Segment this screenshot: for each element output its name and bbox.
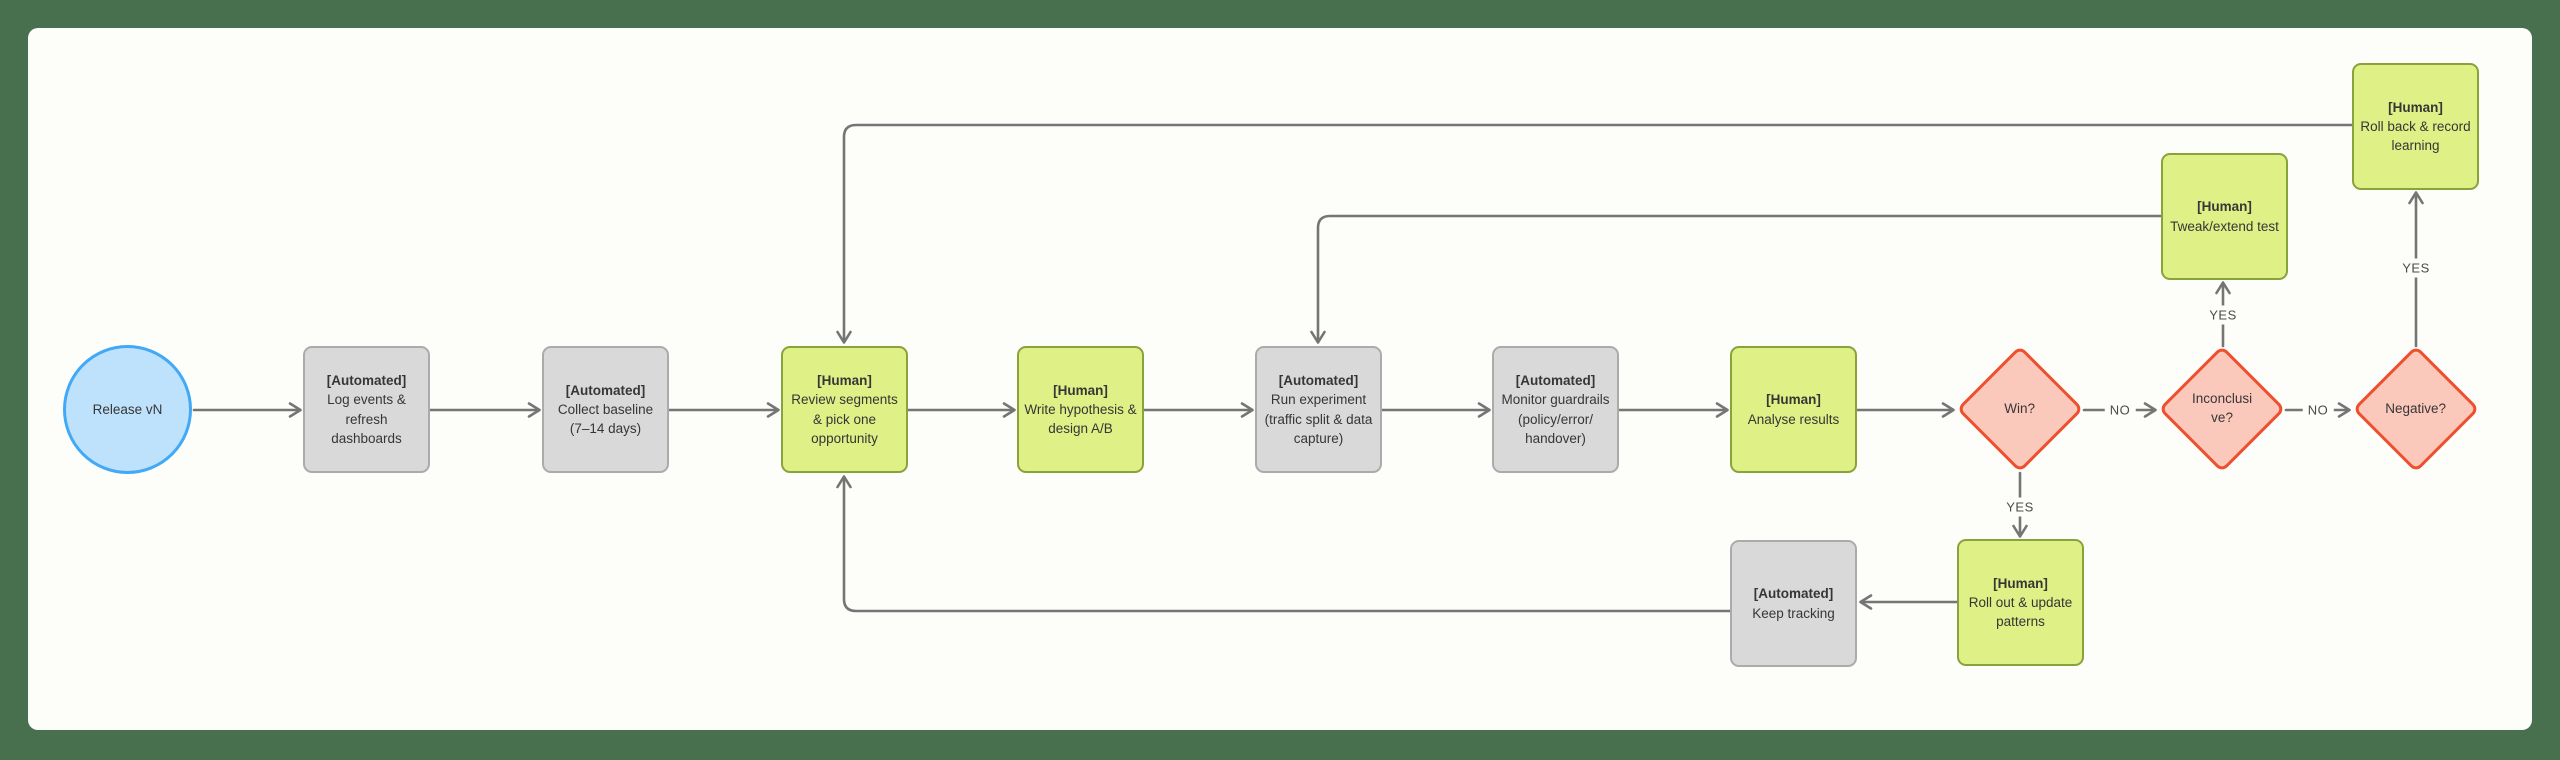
node-tag: [Automated] <box>1515 373 1596 389</box>
edge-label-negative-yes: YES <box>2397 258 2435 278</box>
node-label: Roll back & record learning <box>2360 118 2471 154</box>
edge-rollback-loop-review <box>836 123 2354 344</box>
node-review-segments[interactable]: [Human] Review segments & pick one oppor… <box>781 346 908 473</box>
node-label: Write hypothesis & design A/B <box>1024 401 1137 437</box>
node-label: Review segments & pick one opportunity <box>791 392 898 446</box>
node-label: Inconclusi ve? <box>2191 391 2253 425</box>
node-label: Analyse results <box>1747 411 1840 427</box>
node-tag: [Human] <box>1766 392 1821 408</box>
node-tweak-extend-test[interactable]: [Human] Tweak/extend test <box>2161 153 2288 280</box>
edge-tweak-loop-run <box>1310 214 2163 344</box>
node-collect-baseline[interactable]: [Automated] Collect baseline (7–14 days) <box>542 346 669 473</box>
node-analyse-results[interactable]: [Human] Analyse results <box>1730 346 1857 473</box>
edge-keeptracking-loop-review <box>836 475 1732 613</box>
node-label: Log events & refresh dashboards <box>327 392 406 446</box>
node-label: Run experiment (traffic split & data cap… <box>1264 392 1373 446</box>
node-run-experiment[interactable]: [Automated] Run experiment (traffic spli… <box>1255 346 1382 473</box>
node-tag: [Human] <box>1993 575 2048 591</box>
connector-lines <box>192 123 2424 613</box>
node-tag: [Human] <box>2388 99 2443 115</box>
node-monitor-guardrails[interactable]: [Automated] Monitor guardrails (policy/e… <box>1492 346 1619 473</box>
node-release-vn[interactable]: Release vN <box>63 345 192 474</box>
node-tag: [Human] <box>817 373 872 389</box>
node-tag: [Human] <box>1053 382 1108 398</box>
node-log-events[interactable]: [Automated] Log events & refresh dashboa… <box>303 346 430 473</box>
node-roll-out[interactable]: [Human] Roll out & update patterns <box>1957 539 2084 666</box>
node-roll-back[interactable]: [Human] Roll back & record learning <box>2352 63 2479 190</box>
edge-label-win-no: NO <box>2104 400 2136 420</box>
node-label: Negative? <box>2385 400 2447 416</box>
node-label: Collect baseline (7–14 days) <box>557 401 654 437</box>
node-tag: [Automated] <box>1278 373 1359 389</box>
node-label: Roll out & update patterns <box>1968 594 2073 630</box>
diagram-canvas: Release vN [Automated] Log events & refr… <box>28 28 2532 730</box>
edge-label-win-yes: YES <box>2001 497 2039 517</box>
node-label: Keep tracking <box>1752 605 1835 621</box>
node-label: Release vN <box>92 401 163 417</box>
node-tag: [Automated] <box>1753 586 1834 602</box>
edge-label-inconclusive-yes: YES <box>2204 305 2242 325</box>
node-write-hypothesis[interactable]: [Human] Write hypothesis & design A/B <box>1017 346 1144 473</box>
node-tag: [Automated] <box>565 382 646 398</box>
node-keep-tracking[interactable]: [Automated] Keep tracking <box>1730 540 1857 667</box>
edge-label-inconclusive-no: NO <box>2302 400 2334 420</box>
node-label: Tweak/extend test <box>2170 218 2279 234</box>
node-label: Win? <box>2004 400 2036 416</box>
node-label: Monitor guardrails (policy/error/ handov… <box>1501 392 1610 446</box>
node-tag: [Automated] <box>326 373 407 389</box>
node-tag: [Human] <box>2197 199 2252 215</box>
